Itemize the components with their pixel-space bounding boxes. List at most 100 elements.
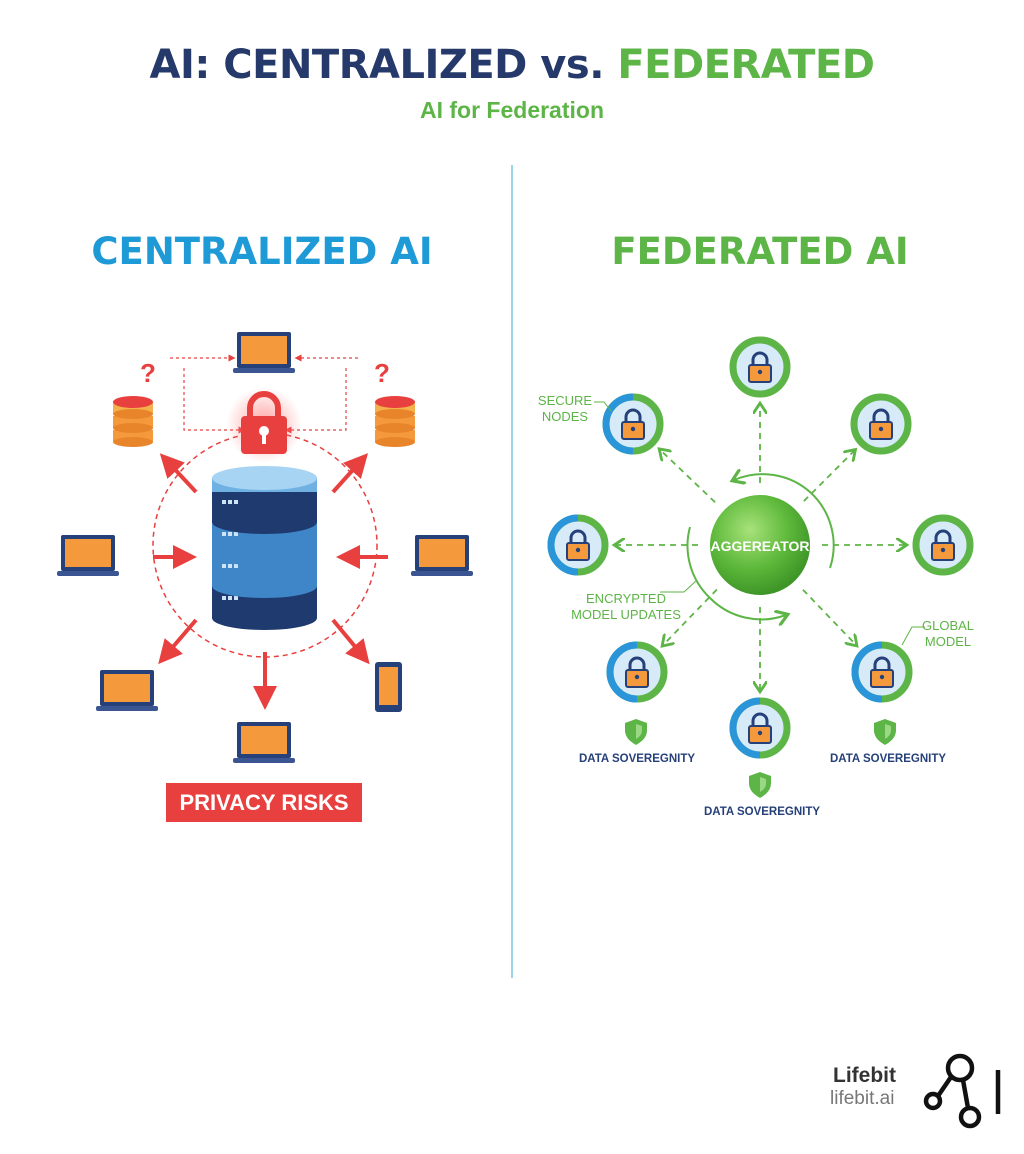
laptop-base: [233, 368, 295, 373]
secure-node: [912, 514, 974, 576]
subtitle: AI for Federation: [419, 97, 604, 123]
node-ring-blue: [851, 641, 883, 703]
leader-line: [660, 579, 698, 593]
aggregator-label: AGGEREATOR: [710, 538, 809, 554]
keyhole-slot: [262, 433, 266, 444]
laptop-screen: [104, 674, 150, 702]
data-sovereignty-label: DATA SOVEREGNITY: [579, 753, 695, 765]
encrypted-update-arrow: [663, 588, 718, 645]
lock-shackle: [628, 656, 646, 671]
centralized-heading: CENTRALIZED AI: [91, 230, 433, 273]
shield-highlight: [636, 724, 642, 739]
lock-icon: [621, 408, 645, 440]
keyhole: [879, 674, 885, 680]
server-edge: [212, 606, 317, 630]
shield-highlight: [760, 777, 766, 792]
cycle-arrow: [734, 474, 835, 569]
led: [228, 500, 232, 504]
secure-nodes-label: SECURE: [538, 393, 593, 408]
laptop-screen: [241, 336, 287, 364]
privacy-risks-label: PRIVACY RISKS: [179, 790, 348, 815]
phone-screen: [379, 667, 398, 705]
aggregator-sphere: [710, 495, 810, 595]
server-edge: [212, 574, 317, 598]
lifebit-logo-icon: [923, 1053, 1001, 1129]
divider: [511, 165, 513, 978]
led: [228, 596, 232, 600]
laptop-screen: [65, 539, 111, 567]
led: [228, 532, 232, 536]
node-ring-blue: [606, 641, 638, 703]
title-federated: FEDERATED: [617, 42, 875, 88]
keyhole: [630, 426, 636, 432]
db-edge: [375, 437, 415, 447]
encrypted-update-arrow: [661, 450, 716, 503]
lock-icon: [226, 387, 302, 463]
led: [234, 532, 238, 536]
database-icon: [113, 396, 153, 447]
red-arrow: [159, 453, 198, 494]
lock-icon: [931, 529, 955, 561]
lock-shackle: [751, 351, 769, 366]
lock-shackle: [569, 529, 587, 544]
logo-name: Lifebit: [833, 1064, 896, 1087]
encrypted-updates-label: MODEL UPDATES: [571, 607, 681, 622]
lock-icon: [566, 529, 590, 561]
node-ring-blue: [602, 393, 634, 455]
keyhole: [757, 730, 763, 736]
db-edge: [113, 423, 153, 433]
secure-node: [729, 336, 791, 398]
server-icon: [212, 466, 317, 630]
red-arrow: [158, 618, 198, 665]
cycle-arrow: [686, 526, 786, 619]
smartphone-icon: [375, 662, 402, 712]
dashed-connector: [284, 368, 347, 434]
db-top: [113, 396, 153, 408]
question-mark-icon: ?: [140, 358, 156, 388]
keyhole: [634, 674, 640, 680]
global-model-label: GLOBAL: [922, 618, 974, 633]
server-edge: [212, 542, 317, 566]
led: [222, 500, 226, 504]
lock-shackle: [873, 656, 891, 671]
title-centralized: AI: CENTRALIZED vs.: [149, 42, 605, 88]
lock-icon: [748, 712, 772, 744]
data-sovereignty-label: DATA SOVEREGNITY: [704, 806, 820, 818]
db-edge: [375, 423, 415, 433]
red-arrow: [331, 453, 369, 494]
lock-icon: [869, 408, 893, 440]
lock-shackle: [934, 529, 952, 544]
lock-shackle: [624, 408, 642, 423]
logo-url: lifebit.ai: [830, 1088, 895, 1109]
lock-icon: [870, 656, 894, 688]
laptop-base: [411, 571, 473, 576]
red-arrow: [331, 618, 370, 665]
keyhole: [757, 369, 763, 375]
node-ring-blue: [547, 514, 579, 576]
database-icon: [375, 396, 415, 447]
led: [222, 564, 226, 568]
secure-node: [850, 393, 912, 455]
lock-shackle: [751, 712, 769, 727]
node-ring-blue: [729, 697, 761, 759]
laptop-icon: [411, 535, 473, 576]
shield-highlight: [885, 724, 891, 739]
data-sovereignty-label: DATA SOVEREGNITY: [830, 753, 946, 765]
encrypted-updates-label: ENCRYPTED: [586, 591, 666, 606]
keyhole: [878, 426, 884, 432]
laptop-icon: [57, 535, 119, 576]
led: [222, 532, 226, 536]
lock-shackle: [872, 408, 890, 423]
laptop-icon: [233, 722, 295, 763]
lock-shackle: [247, 391, 281, 418]
lock-icon: [748, 351, 772, 383]
keyhole: [259, 426, 269, 436]
keyhole: [575, 547, 581, 553]
encrypted-update-arrow: [802, 589, 856, 645]
leader-line: [594, 401, 613, 413]
secure-nodes-label: NODES: [542, 409, 589, 424]
db-top: [375, 396, 415, 408]
laptop-screen: [241, 726, 287, 754]
question-mark-icon: ?: [374, 358, 390, 388]
